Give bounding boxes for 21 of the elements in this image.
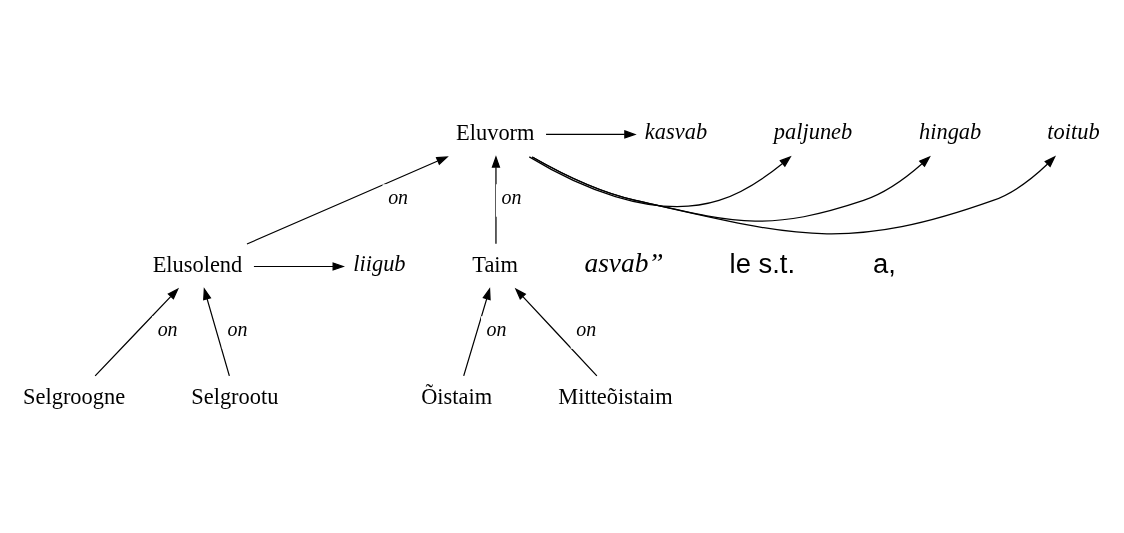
edge-label: on	[501, 185, 522, 208]
edge-label: on	[576, 318, 597, 341]
node-text: liigub	[353, 250, 406, 276]
node-text: toitub	[1047, 118, 1100, 144]
label: a,	[872, 248, 896, 280]
edge-label: on	[486, 318, 507, 341]
node-text: Taim	[472, 251, 519, 277]
edge-label: on	[157, 318, 178, 341]
node-text: Mitteõistaim	[558, 384, 673, 410]
label: asvab”	[584, 248, 664, 279]
node-text: Selgroogne	[23, 384, 126, 410]
node-text: kasvab	[644, 118, 708, 144]
node-text: hingab	[919, 118, 982, 144]
label: le s.t.	[729, 248, 796, 280]
node-text: paljuneb	[773, 118, 853, 144]
node-text: Eluvorm	[456, 119, 535, 145]
node-text: Selgrootu	[191, 384, 279, 410]
node-text: Elusolend	[152, 251, 243, 277]
node-text: Õistaim	[421, 384, 493, 410]
edge-label: on	[227, 318, 248, 341]
edge-label: on	[388, 185, 409, 208]
